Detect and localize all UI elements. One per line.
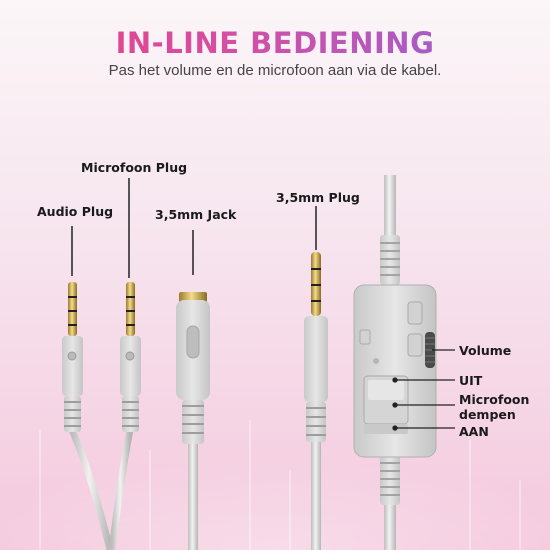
label-uit: UIT (459, 373, 483, 388)
page-title: IN-LINE BEDIENING (0, 26, 550, 60)
label-microfoon-dempen: Microfoon dempen (459, 392, 529, 422)
light-streaks (39, 420, 521, 550)
label-volume: Volume (459, 343, 512, 358)
label-audio-plug: Audio Plug (37, 204, 114, 219)
inline-remote (353, 284, 437, 458)
label-microfoon-plug: Microfoon Plug (81, 160, 188, 175)
pointer-lines (71, 178, 317, 278)
audio-plug (62, 282, 83, 432)
plug-35mm (304, 252, 328, 550)
microfoon-plug (120, 282, 141, 432)
remote-cable (380, 175, 400, 550)
jack-35mm (176, 292, 210, 550)
y-cable (68, 426, 134, 550)
label-jack: 3,5mm Jack (155, 207, 237, 222)
label-mute-line2: dempen (459, 407, 516, 422)
page-subtitle: Pas het volume en de microfoon aan via d… (108, 62, 442, 79)
label-plug-35: 3,5mm Plug (276, 190, 360, 205)
label-aan: AAN (459, 424, 489, 439)
mic-icon (373, 358, 379, 364)
pointer-lines-right (392, 349, 455, 431)
label-mute-line1: Microfoon (459, 392, 530, 407)
